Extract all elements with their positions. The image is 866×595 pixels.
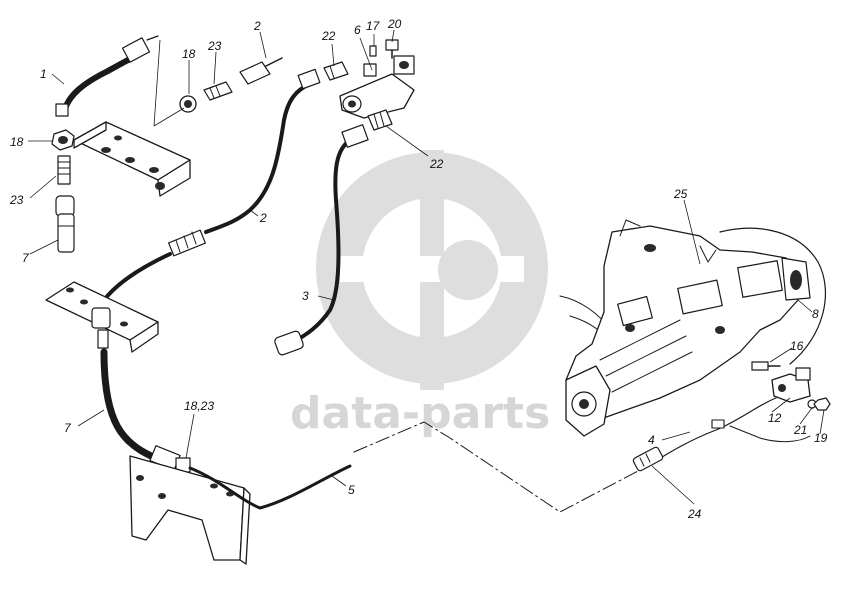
label-23-top: 23 (207, 39, 222, 53)
label-7-left: 7 (22, 251, 30, 265)
label-8: 8 (812, 307, 819, 321)
label-19: 19 (814, 431, 828, 445)
label-1: 1 (40, 67, 47, 81)
part-17-screw (369, 45, 377, 57)
label-20: 20 (387, 17, 402, 31)
part-18-nut-left (51, 129, 75, 151)
watermark-text: data-parts (290, 388, 550, 439)
label-23-left: 23 (9, 193, 24, 207)
part-19-nut (813, 397, 831, 411)
bracket-upper (73, 121, 191, 197)
watermark-logo (316, 150, 548, 390)
part-4-cable (653, 397, 811, 463)
part-12-sensor (771, 367, 811, 403)
label-22-top: 22 (321, 29, 336, 43)
label-21: 21 (793, 423, 807, 437)
part-24-connector (632, 446, 664, 472)
label-4: 4 (648, 433, 655, 447)
bracket-lower (129, 455, 251, 565)
label-16: 16 (790, 339, 804, 353)
part-22-fitting-top (323, 61, 349, 81)
part-6-valve (339, 55, 415, 119)
label-18-left: 18 (10, 135, 24, 149)
part-1-hose (55, 35, 159, 117)
label-7-lower: 7 (64, 421, 72, 435)
part-25-gearbox (559, 219, 811, 437)
label-25: 25 (673, 187, 688, 201)
label-6: 6 (354, 23, 361, 37)
label-22-lower: 22 (429, 157, 444, 171)
bracket-middle (45, 281, 159, 353)
part-5-tube (188, 464, 352, 510)
label-18-top: 18 (182, 47, 196, 61)
part-7-coupler-left (55, 195, 75, 253)
part-23-fitting-left (57, 155, 71, 185)
leader-lines (28, 29, 825, 505)
part-16-bolt (751, 361, 781, 371)
part-3-tube (274, 124, 369, 356)
label-18-23: 18,23 (184, 399, 214, 413)
part-7-hose (100, 348, 191, 473)
part-8-cable (719, 227, 827, 365)
reference-line (353, 421, 641, 513)
label-2-mid: 2 (259, 211, 267, 225)
callout-labels: 1 2 18 23 18 23 7 2 3 22 6 17 20 22 7 18… (9, 17, 828, 521)
part-2-fitting-top (239, 57, 283, 85)
part-22-fitting-lower (367, 109, 393, 131)
label-12: 12 (768, 411, 782, 425)
part-18-nut-top (179, 95, 197, 113)
label-17: 17 (366, 19, 381, 33)
part-2-tube (98, 68, 321, 308)
label-5: 5 (348, 483, 355, 497)
label-24: 24 (687, 507, 702, 521)
label-3: 3 (302, 289, 309, 303)
label-2-top: 2 (253, 19, 261, 33)
part-23-fitting-top (203, 81, 233, 101)
part-20-bolt (385, 39, 399, 59)
